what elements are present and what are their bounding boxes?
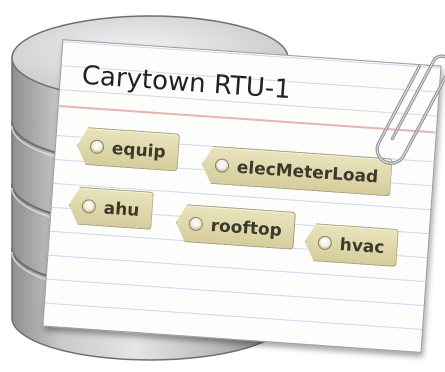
illustration: Carytown RTU-1 equip elecMeterLoad ahu r…: [11, 15, 445, 361]
paperclip-icon: [375, 54, 445, 165]
